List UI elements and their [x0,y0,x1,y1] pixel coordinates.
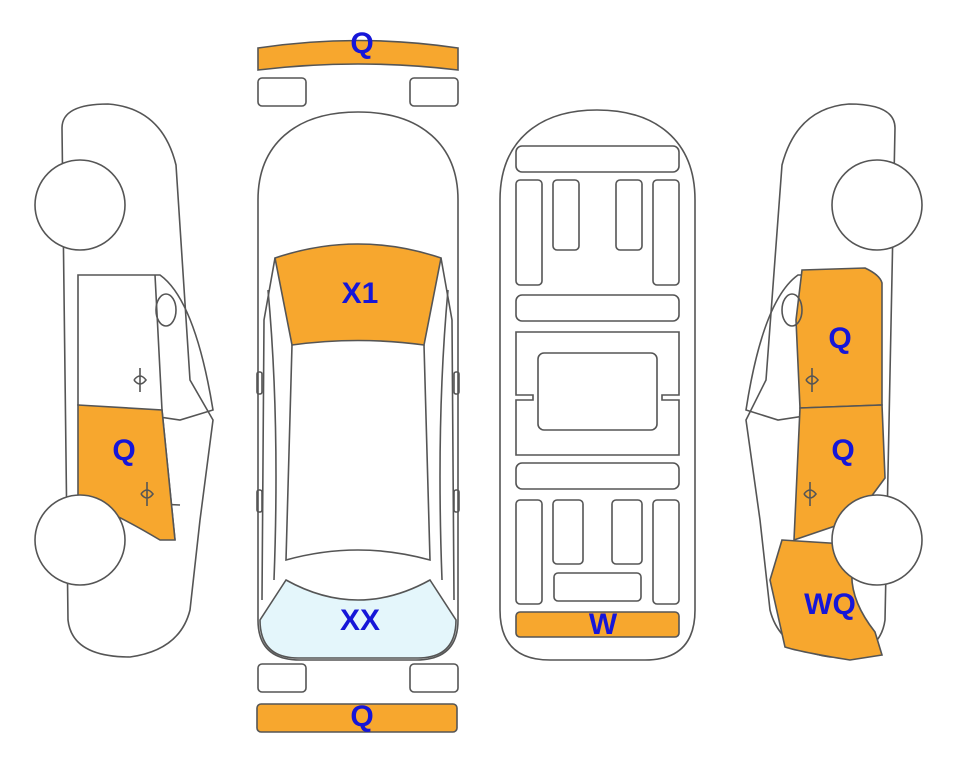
right-side-line [439,289,449,581]
underbody-mid-crossmember[interactable] [515,294,680,322]
rear-right-taillight[interactable] [409,663,459,693]
right-rear-handle[interactable] [453,489,460,513]
right-rear-wheel[interactable] [831,494,923,586]
rear-bumper-panel[interactable] [256,703,458,733]
left-rear-handle[interactable] [256,489,263,513]
roof-outline [285,344,431,562]
underbody-front-left-rail[interactable] [515,179,543,286]
left-mirror[interactable] [256,371,263,395]
underbody-rear-crossmember[interactable] [515,462,680,490]
right-front-wheel[interactable] [831,159,923,251]
underbody-rear-right-rail[interactable] [652,499,680,605]
rear-left-taillight[interactable] [257,663,307,693]
underbody-rear-label: W [589,608,618,641]
left-greenhouse [77,274,214,421]
underbody-center-frame [515,331,680,456]
underbody-outline [499,109,696,661]
left-rear-wheel[interactable] [34,494,126,586]
left-a-pillar [261,257,276,601]
left-rear-handle-side[interactable] [140,482,155,506]
underbody-front-right-arm[interactable] [615,179,643,251]
left-side-line [267,289,277,581]
right-greenhouse [745,274,877,421]
front-right-headlight[interactable] [409,77,459,107]
underbody-front-left-arm[interactable] [552,179,580,251]
top-view-body [257,111,459,661]
underbody-front-crossmember[interactable] [515,145,680,173]
right-rear-door-label: Q [828,322,851,355]
front-bumper-panel[interactable] [257,39,459,71]
left-front-handle[interactable] [133,368,148,392]
rear-bumper-label: Q [350,700,373,733]
right-front-door-label: Q [831,434,854,467]
windshield-label: X1 [342,277,379,310]
right-rear-quarter-label: WQ [804,588,856,621]
right-mirror-outline[interactable] [781,293,803,327]
underbody-rear-left-arm[interactable] [552,499,584,565]
rear-window-label: XX [340,604,380,637]
left-side-view: Q [34,103,214,658]
right-front-handle[interactable] [805,368,820,392]
right-a-pillar [440,257,455,601]
left-front-wheel[interactable] [34,159,126,251]
front-left-headlight[interactable] [257,77,307,107]
front-bumper-group: Q [257,27,459,107]
front-bumper-label: Q [350,27,373,60]
underbody-rear-plate[interactable] [553,572,642,602]
left-mirror-outline[interactable] [155,293,177,327]
underbody-center-panel[interactable] [537,352,658,431]
right-mirror[interactable] [453,371,460,395]
rear-window-panel[interactable] [259,578,457,659]
left-rear-door-label: Q [112,434,135,467]
rear-bumper-group: Q [256,663,459,733]
top-view-car: X1 XX [256,111,460,661]
underbody-rear-left-rail[interactable] [515,499,543,605]
underbody-front-right-rail[interactable] [652,179,680,286]
underbody-view: W [499,109,696,661]
left-side-body [61,103,214,658]
right-rear-handle-side[interactable] [803,482,818,506]
underbody-rear-panel[interactable] [515,611,680,638]
underbody-rear-right-arm[interactable] [611,499,643,565]
right-side-view: Q Q WQ [745,103,923,661]
